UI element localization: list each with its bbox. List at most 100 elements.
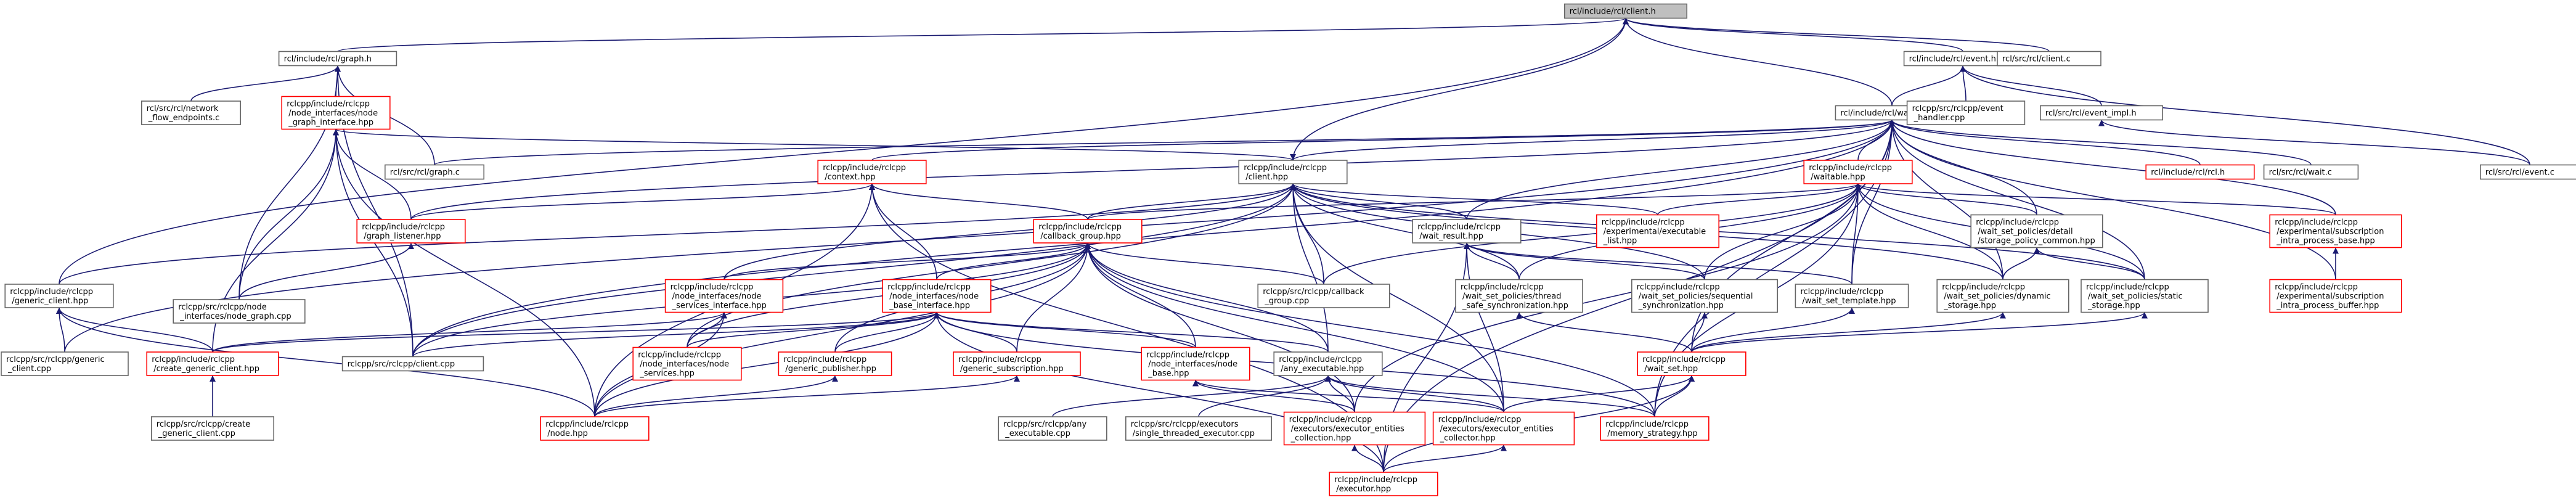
node-label-line: /node_interfaces/node bbox=[288, 109, 378, 118]
edge-wait-h-to-client-h bbox=[1623, 18, 1893, 106]
node-box bbox=[1637, 351, 1747, 376]
node-label-line: _flow_endpoints.c bbox=[148, 113, 219, 123]
node-context-hpp[interactable]: rclcpp/include/rclcpp/context.hpp bbox=[817, 160, 927, 184]
node-any-executable[interactable]: rclcpp/include/rclcpp/any_executable.hpp bbox=[1273, 351, 1383, 376]
node-any-executable-cpp[interactable]: rclcpp/src/rclcpp/any_executable.cpp bbox=[998, 416, 1107, 441]
node-generic-client-cpp[interactable]: rclcpp/src/rclcpp/generic_client.cpp bbox=[1, 351, 129, 376]
edge-memory-strategy-to-wait-set-hpp bbox=[1654, 375, 1695, 417]
node-node-base-hpp[interactable]: rclcpp/include/rclcpp/node_interfaces/no… bbox=[1141, 346, 1250, 381]
node-label-line: /any_executable.hpp bbox=[1281, 364, 1364, 374]
edge-client-cpp-to-wait-h bbox=[412, 120, 1895, 357]
node-label-line: _collection.hpp bbox=[1290, 434, 1351, 443]
node-waitable-hpp[interactable]: rclcpp/include/rclcpp/waitable.hpp bbox=[1803, 160, 1913, 184]
node-box bbox=[1257, 284, 1390, 308]
node-create-generic-client-cpp[interactable]: rclcpp/src/rclcpp/create_generic_client.… bbox=[151, 416, 274, 441]
node-event-handler-cpp[interactable]: rclcpp/src/rclcpp/event_handler.cpp bbox=[1906, 100, 2026, 125]
node-box bbox=[278, 51, 397, 67]
node-label-line: rcl/src/rcl/event.c bbox=[2485, 168, 2554, 178]
node-box bbox=[173, 299, 306, 324]
node-create-generic-client[interactable]: rclcpp/include/rclcpp/create_generic_cli… bbox=[146, 351, 279, 376]
node-graph-c[interactable]: rcl/src/rcl/graph.c bbox=[384, 164, 484, 180]
node-client-c[interactable]: rcl/src/rcl/client.c bbox=[1997, 51, 2101, 67]
node-label-line: rclcpp/include/rclcpp bbox=[823, 163, 906, 173]
edge-entities-collector-to-callback-group bbox=[1085, 242, 1504, 412]
node-box bbox=[1631, 279, 1779, 313]
edge-generic-publisher-to-node-base-if bbox=[834, 312, 940, 353]
node-node-services-hpp[interactable]: rclcpp/include/rclcpp/node_interfaces/no… bbox=[632, 346, 742, 381]
node-callback-group-cpp[interactable]: rclcpp/src/rclcpp/callback_group.cpp bbox=[1257, 284, 1390, 308]
node-label-line: _storage.hpp bbox=[1943, 301, 1996, 311]
node-thread-safe-sync[interactable]: rclcpp/include/rclcpp/wait_set_policies/… bbox=[1455, 279, 1583, 313]
node-executable-list[interactable]: rclcpp/include/rclcpp/experimental/execu… bbox=[1596, 214, 1720, 248]
node-node-services-if[interactable]: rclcpp/include/rclcpp/node_interfaces/no… bbox=[664, 279, 784, 313]
node-box bbox=[356, 219, 466, 244]
node-network-flow[interactable]: rcl/src/rcl/network_flow_endpoints.c bbox=[141, 100, 241, 125]
node-box bbox=[1, 351, 129, 376]
node-callback-group[interactable]: rclcpp/include/rclcpp/callback_group.hpp bbox=[1033, 219, 1143, 244]
edge-thread-safe-sync-to-client-hpp bbox=[1290, 183, 1520, 280]
edge-wait-set-template-to-wait-result bbox=[1464, 242, 1853, 285]
node-wait-set-hpp[interactable]: rclcpp/include/rclcpp/wait_set.hpp bbox=[1637, 351, 1747, 376]
node-wait-set-template[interactable]: rclcpp/include/rclcpp/wait_set_template.… bbox=[1795, 284, 1909, 308]
node-graph-h[interactable]: rcl/include/rcl/graph.h bbox=[278, 51, 397, 67]
node-event-impl-h[interactable]: rcl/src/rcl/event_impl.h bbox=[2040, 105, 2164, 121]
edge-create-generic-client-to-node-base-if bbox=[212, 311, 940, 353]
node-event-c[interactable]: rcl/src/rcl/event.c bbox=[2480, 164, 2576, 180]
node-sub-intra-buffer[interactable]: rclcpp/include/rclcpp/experimental/subsc… bbox=[2269, 279, 2402, 313]
node-label-line: rclcpp/include/rclcpp bbox=[152, 355, 235, 364]
node-label-line: _services.hpp bbox=[639, 369, 695, 379]
edge-wait-set-hpp-to-wait-set-template bbox=[1691, 307, 1855, 353]
edge-graph-listener-to-wait-h bbox=[410, 120, 1895, 220]
node-sequential-sync[interactable]: rclcpp/include/rclcpp/wait_set_policies/… bbox=[1631, 279, 1779, 313]
node-wait-result[interactable]: rclcpp/include/rclcpp/wait_result.hpp bbox=[1412, 219, 1522, 244]
node-client-hpp[interactable]: rclcpp/include/rclcpp/client.hpp bbox=[1238, 160, 1348, 184]
node-box bbox=[998, 416, 1107, 441]
node-graph-listener[interactable]: rclcpp/include/rclcpp/graph_listener.hpp bbox=[356, 219, 466, 244]
node-memory-strategy[interactable]: rclcpp/include/rclcpp/memory_strategy.hp… bbox=[1600, 416, 1710, 441]
node-node-hpp[interactable]: rclcpp/include/rclcpp/node.hpp bbox=[540, 416, 650, 441]
node-static-storage[interactable]: rclcpp/include/rclcpp/wait_set_policies/… bbox=[2081, 279, 2209, 313]
edge-executor-hpp-to-entities-collection bbox=[1351, 445, 1384, 473]
node-entities-collection[interactable]: rclcpp/include/rclcpp/executors/executor… bbox=[1283, 411, 1426, 446]
edge-node-graph-interface-to-client-hpp bbox=[335, 128, 1296, 161]
node-label-line: rclcpp/include/rclcpp bbox=[362, 223, 445, 232]
node-wait-c[interactable]: rcl/src/rcl/wait.c bbox=[2263, 164, 2359, 180]
node-storage-common[interactable]: rclcpp/include/rclcpp/wait_set_policies/… bbox=[1970, 214, 2103, 248]
edge-entities-collection-to-waitable-hpp bbox=[1354, 183, 1861, 412]
node-sub-intra-base[interactable]: rclcpp/include/rclcpp/experimental/subsc… bbox=[2269, 214, 2402, 248]
node-entities-collector[interactable]: rclcpp/include/rclcpp/executors/executor… bbox=[1432, 411, 1575, 446]
node-box bbox=[817, 160, 927, 184]
node-label-line: /wait_set_policies/static bbox=[2088, 292, 2183, 301]
node-label-line: rclcpp/include/rclcpp bbox=[783, 355, 866, 364]
node-label-line: rclcpp/include/rclcpp bbox=[1461, 283, 1544, 292]
node-label-line: /callback_group.hpp bbox=[1040, 232, 1121, 241]
node-label-line: rclcpp/src/rclcpp/event bbox=[1912, 104, 2003, 113]
node-label-line: rcl/src/rcl/wait.c bbox=[2269, 168, 2332, 178]
node-node-base-if[interactable]: rclcpp/include/rclcpp/node_interfaces/no… bbox=[882, 279, 992, 313]
node-label-line: _interfaces/node_graph.cpp bbox=[179, 312, 291, 321]
node-node-graph-interface[interactable]: rclcpp/include/rclcpp/node_interfaces/no… bbox=[281, 96, 391, 130]
node-executor-hpp[interactable]: rclcpp/include/rclcpp/executor.hpp bbox=[1329, 472, 1438, 496]
node-box bbox=[1329, 472, 1438, 496]
node-label-line: rclcpp/src/rclcpp/client.cpp bbox=[348, 360, 455, 369]
node-box bbox=[4, 284, 114, 308]
node-label-line: _group.cpp bbox=[1264, 297, 1309, 306]
node-rcl-h[interactable]: rcl/include/rcl/rcl.h bbox=[2145, 164, 2255, 180]
node-node-graph-cpp[interactable]: rclcpp/src/rclcpp/node_interfaces/node_g… bbox=[173, 299, 306, 324]
edge-static-storage-to-wait-h bbox=[1889, 120, 2145, 280]
node-label-line: rcl/include/rcl/graph.h bbox=[284, 55, 372, 64]
edge-generic-client-to-client-hpp bbox=[59, 183, 1296, 285]
node-generic-subscription[interactable]: rclcpp/include/rclcpp/generic_subscripti… bbox=[953, 351, 1081, 376]
node-generic-publisher[interactable]: rclcpp/include/rclcpp/generic_publisher.… bbox=[778, 351, 892, 376]
edge-event-c-to-event-impl-h bbox=[2098, 120, 2530, 165]
node-label-line: _handler.cpp bbox=[1914, 113, 1965, 123]
node-label-line: /wait_set.hpp bbox=[1644, 364, 1698, 374]
node-single-threaded[interactable]: rclcpp/src/rclcpp/executors/single_threa… bbox=[1125, 416, 1273, 441]
node-client-cpp[interactable]: rclcpp/src/rclcpp/client.cpp bbox=[341, 356, 484, 372]
node-client-h[interactable]: rcl/include/rcl/client.h bbox=[1564, 3, 1688, 19]
node-generic-client[interactable]: rclcpp/include/rclcpp/generic_client.hpp bbox=[4, 284, 114, 308]
edge-entities-collector-to-node-base-hpp bbox=[1192, 379, 1504, 413]
node-label-line: /single_threaded_executor.cpp bbox=[1133, 429, 1255, 438]
file-nodes: rcl/include/rcl/client.h rcl/include/rcl/… bbox=[1, 3, 2576, 496]
node-dynamic-storage[interactable]: rclcpp/include/rclcpp/wait_set_policies/… bbox=[1936, 279, 2069, 313]
